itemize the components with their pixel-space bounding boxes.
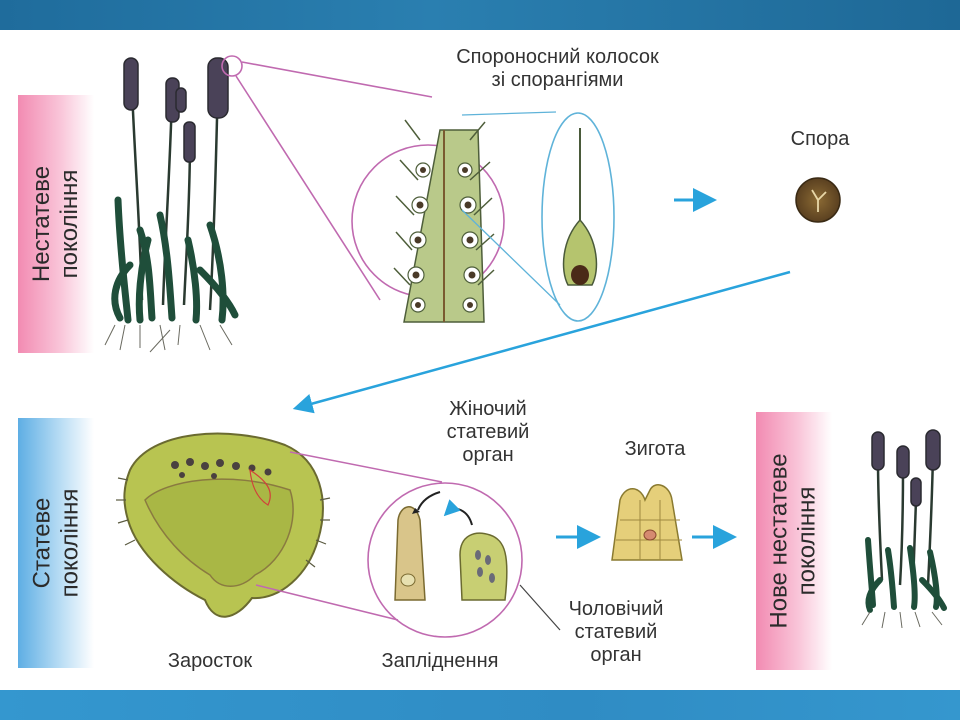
sporangium-illustration — [461, 111, 615, 322]
new-asexual-generation-label: Нове нестатеве покоління — [756, 412, 832, 670]
caption-female-organ: Жіночий статевий орган — [446, 398, 530, 466]
process-arrows — [292, 188, 791, 549]
caption-male-organ: Чоловічий статевий орган — [568, 598, 664, 666]
sexual-generation-label: Статеве покоління — [18, 418, 94, 668]
spore-illustration — [795, 177, 841, 223]
male-organ-pointer — [519, 584, 561, 631]
prothallus-illustration — [116, 432, 331, 618]
asexual-generation-label: Нестатеве покоління — [18, 95, 94, 353]
caption-prothallus: Заросток — [167, 650, 253, 672]
caption-spore-spike: Спороносний колосок зі спорангіями — [456, 46, 659, 91]
caption-spore: Спора — [790, 128, 850, 150]
zygote-illustration — [611, 484, 683, 561]
bottom-banner — [0, 690, 960, 720]
zoom-lines — [221, 55, 505, 301]
spore-spike-illustration — [393, 119, 495, 323]
caption-fertilization: Запліднення — [381, 650, 499, 672]
new-horsetail-plant-illustration — [861, 429, 947, 629]
fertilization-illustration — [255, 451, 523, 638]
arrow-to-prothallus — [292, 270, 791, 414]
caption-zygote: Зигота — [624, 438, 686, 460]
top-banner — [0, 0, 960, 30]
horsetail-plant-illustration — [104, 57, 239, 353]
